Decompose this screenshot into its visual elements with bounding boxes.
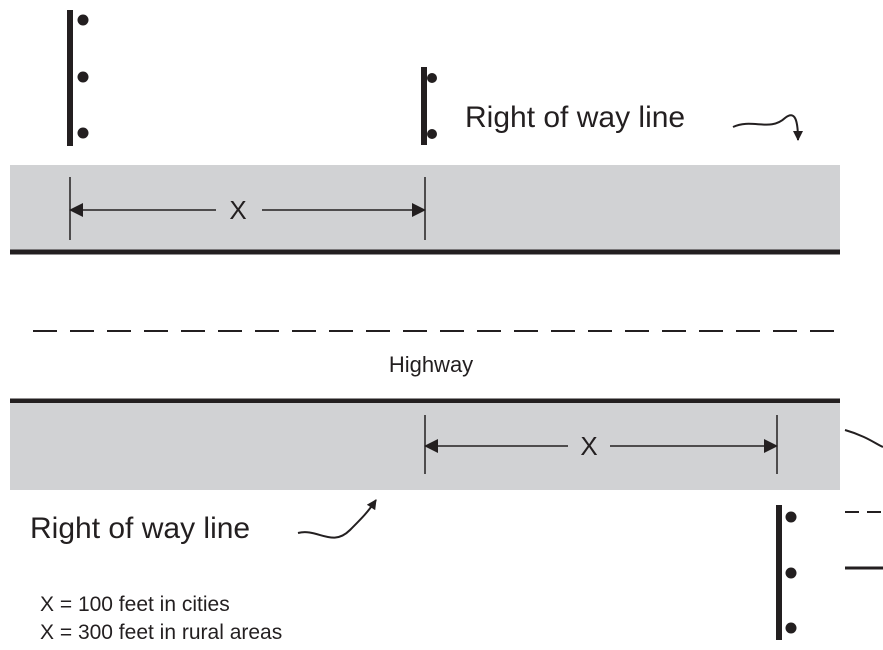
top-distance-dimension: [69, 177, 426, 240]
top-right-of-way-arrow: [732, 114, 803, 141]
top-right-of-way-label: Right of way line: [465, 101, 685, 134]
top-distance-label: X: [229, 195, 246, 225]
sign-post-top-left: [67, 10, 89, 146]
legend-line-rural: X = 300 feet in rural areas: [40, 621, 282, 644]
bottom-right-of-way-arrow: [297, 499, 377, 539]
legend-line-cities: X = 100 feet in cities: [40, 593, 230, 616]
bottom-right-of-way-label: Right of way line: [30, 512, 250, 545]
offscreen-edge-marks: [844, 429, 883, 570]
bottom-distance-label: X: [580, 431, 597, 461]
sign-post-bottom-right: [776, 505, 797, 640]
sign-post-top-middle: [421, 67, 437, 145]
bottom-distance-dimension: [424, 415, 778, 474]
highway-label: Highway: [389, 352, 473, 377]
